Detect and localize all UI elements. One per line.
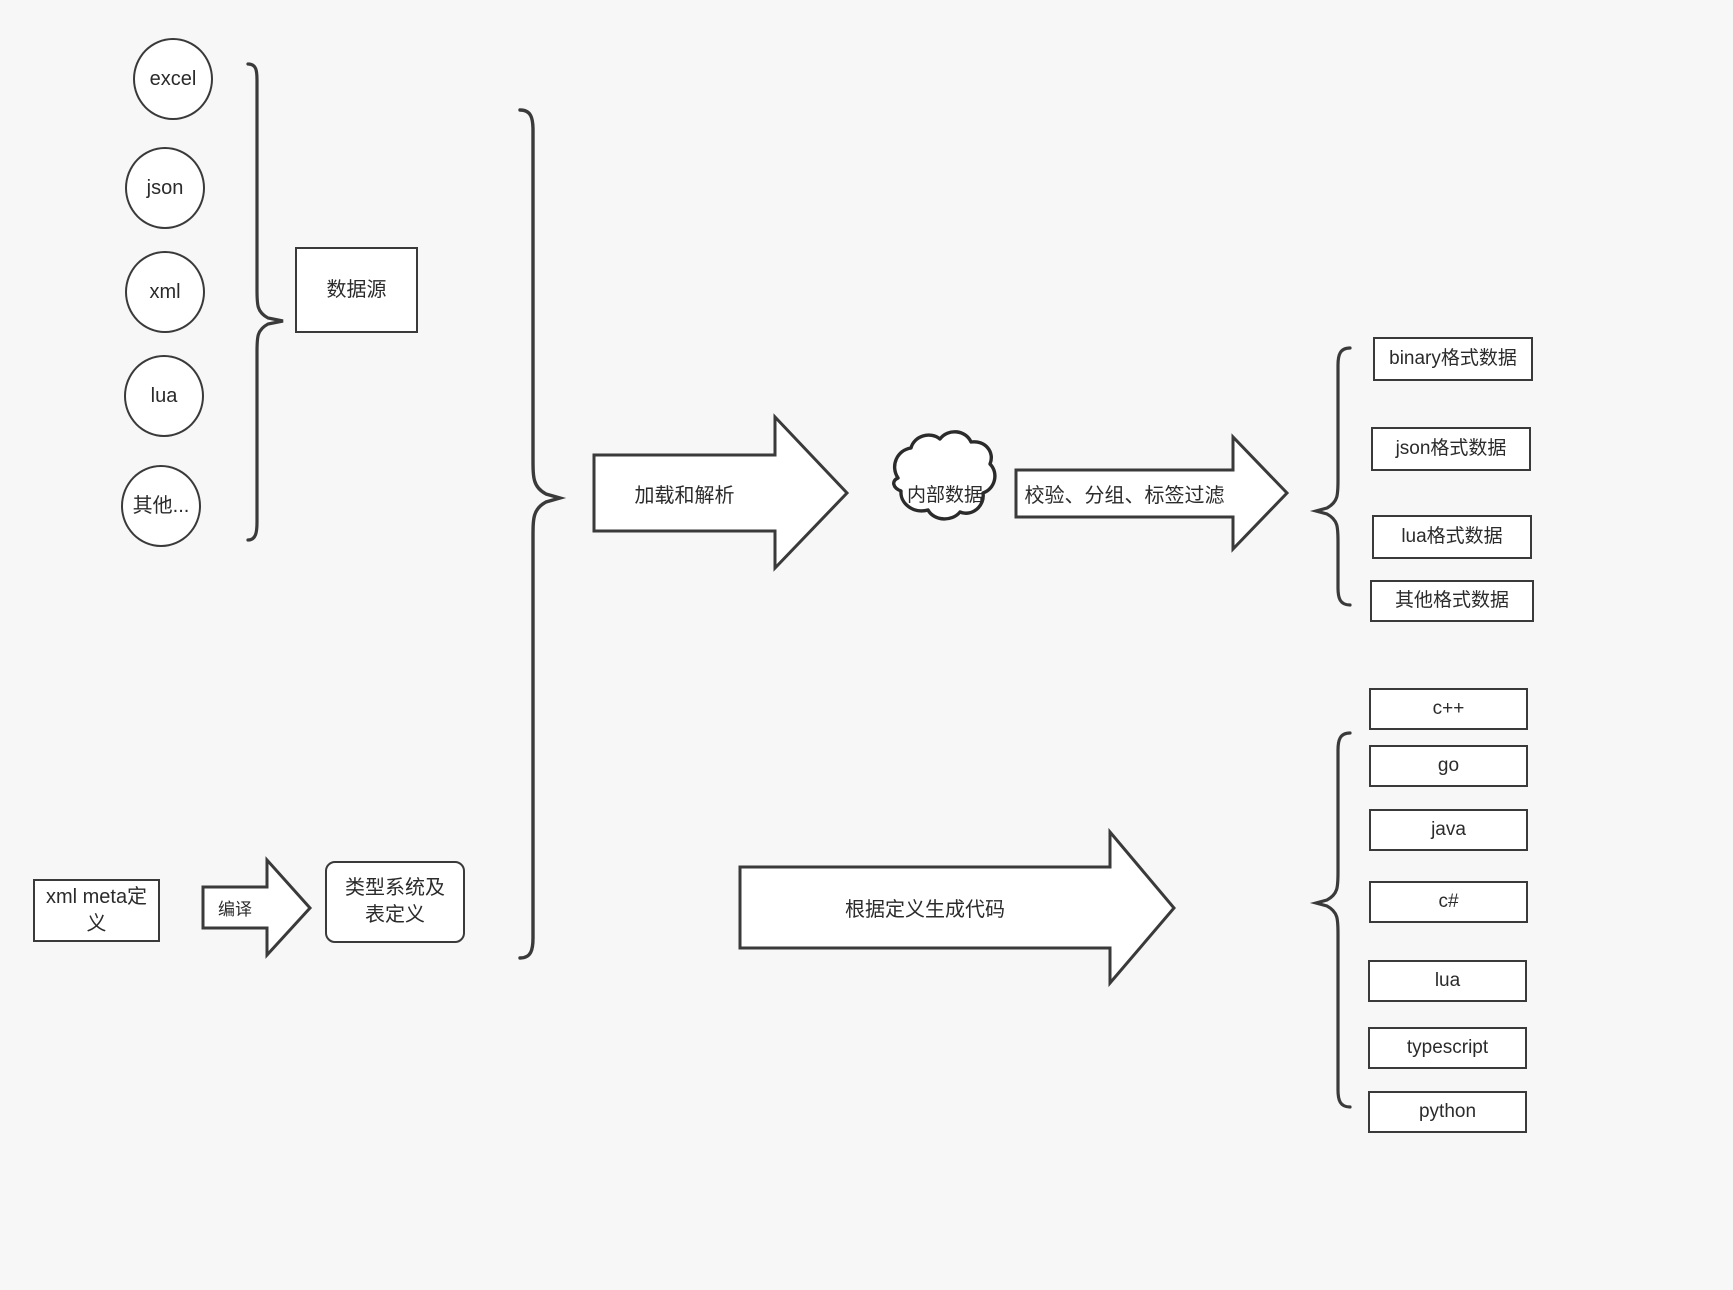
compile-arrow — [201, 856, 313, 959]
source-node-excel[interactable]: excel — [133, 38, 213, 120]
output-format-binary[interactable]: binary格式数据 — [1373, 337, 1533, 381]
output-language-csharp-label: c# — [1438, 891, 1459, 913]
source-node-other-label: 其他... — [132, 494, 190, 517]
output-language-typescript-label: typescript — [1406, 1037, 1489, 1059]
data-source-box-label: 数据源 — [326, 278, 387, 301]
validate-group-filter-arrow-label: 校验、分组、标签过滤 — [1024, 485, 1225, 507]
output-language-cpp[interactable]: c++ — [1369, 688, 1528, 730]
codegen-arrow — [738, 827, 1176, 988]
load-parse-arrow — [592, 413, 850, 572]
type-system-label: 类型系统及表定义 — [345, 877, 445, 926]
source-node-xml[interactable]: xml — [125, 251, 205, 333]
validate-group-filter-arrow — [1014, 433, 1290, 553]
source-node-xml-label: xml — [149, 280, 181, 303]
source-node-lua-label: lua — [150, 384, 178, 407]
source-node-other[interactable]: 其他... — [121, 465, 201, 547]
xml-meta-definition-label: xml meta定义 — [45, 885, 148, 935]
output-language-java[interactable]: java — [1369, 809, 1528, 851]
internal-data-cloud-label: 内部数据 — [906, 484, 983, 506]
xml-meta-definition-box[interactable]: xml meta定义 — [33, 879, 160, 942]
source-node-json-label: json — [146, 176, 184, 199]
output-formats-brace — [1309, 346, 1352, 607]
output-language-lua[interactable]: lua — [1368, 960, 1527, 1002]
output-language-java-label: java — [1431, 819, 1466, 841]
codegen-arrow-label: 根据定义生成代码 — [845, 899, 1005, 921]
output-language-python-label: python — [1418, 1101, 1477, 1123]
output-language-python[interactable]: python — [1368, 1091, 1527, 1133]
source-node-excel-label: excel — [149, 67, 197, 90]
source-node-lua[interactable]: lua — [124, 355, 204, 437]
output-language-go-label: go — [1437, 755, 1460, 777]
output-language-cpp-label: c++ — [1432, 698, 1465, 720]
data-source-box[interactable]: 数据源 — [295, 247, 418, 333]
compile-arrow-label: 编译 — [218, 900, 252, 919]
output-format-lua[interactable]: lua格式数据 — [1372, 515, 1532, 559]
output-format-other-label: 其他格式数据 — [1394, 590, 1509, 612]
internal-data-cloud — [892, 430, 997, 521]
pipeline-input-brace — [518, 108, 567, 960]
load-parse-arrow-label: 加载和解析 — [634, 484, 735, 507]
output-format-binary-label: binary格式数据 — [1389, 348, 1517, 370]
output-language-lua-label: lua — [1434, 970, 1461, 992]
output-format-json-label: json格式数据 — [1395, 438, 1507, 460]
sources-group-brace — [246, 62, 284, 542]
output-language-csharp[interactable]: c# — [1369, 881, 1528, 923]
output-format-json[interactable]: json格式数据 — [1371, 427, 1531, 471]
source-node-json[interactable]: json — [125, 147, 205, 229]
type-system-box[interactable]: 类型系统及表定义 — [325, 861, 465, 943]
output-languages-brace — [1309, 731, 1352, 1109]
output-format-lua-label: lua格式数据 — [1401, 526, 1503, 548]
output-language-go[interactable]: go — [1369, 745, 1528, 787]
output-language-typescript[interactable]: typescript — [1368, 1027, 1527, 1069]
output-format-other[interactable]: 其他格式数据 — [1370, 580, 1534, 622]
